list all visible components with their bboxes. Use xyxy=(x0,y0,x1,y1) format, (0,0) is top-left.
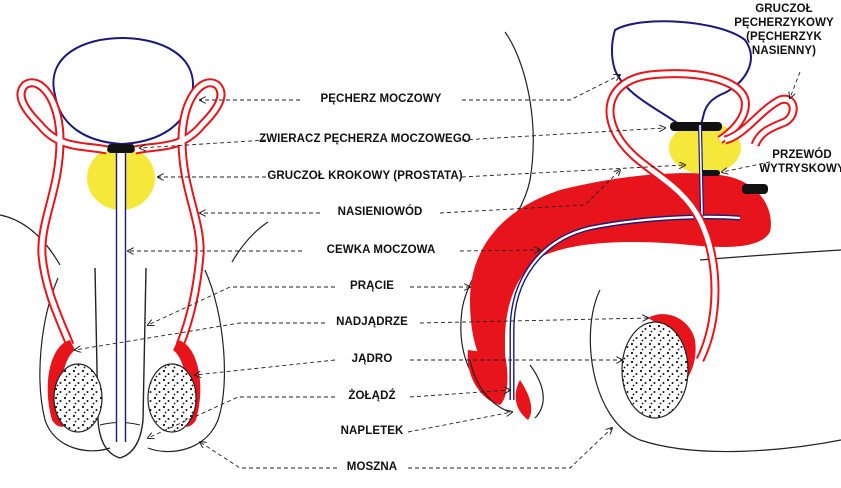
label-ejaculatory-duct: PRZEWÓD WYTRYSKOWY xyxy=(759,149,841,175)
side-ejaculatory-duct xyxy=(742,184,768,194)
side-scrotum-outline xyxy=(589,289,841,453)
label-glans: ŻOŁĄDŹ xyxy=(348,390,396,402)
front-body-outline xyxy=(0,214,61,266)
label-sphincter: ZWIERACZ PĘCHERZA MOCZOWEGO xyxy=(259,133,471,145)
front-sphincter xyxy=(107,144,135,153)
side-sphincter xyxy=(670,122,722,131)
label-urethra: CEWKA MOCZOWA xyxy=(326,244,436,256)
front-penis-outline xyxy=(94,267,147,459)
label-seminal-vesicle: GRUCZOŁ PĘCHERZYKOWY (PĘCHERZYK NASIENNY… xyxy=(734,3,834,57)
label-scrotum: MOSZNA xyxy=(346,461,398,473)
label-penis: PRĄCIE xyxy=(349,280,395,292)
front-testis-right xyxy=(147,363,197,433)
side-foreskin xyxy=(469,359,544,419)
side-penis xyxy=(470,173,771,368)
leader-lines xyxy=(75,71,801,469)
label-bladder: PĘCHERZ MOCZOWY xyxy=(320,93,442,105)
label-foreskin: NAPLETEK xyxy=(340,425,404,437)
front-body-outline-right xyxy=(231,221,269,263)
front-bladder xyxy=(52,36,195,146)
side-view xyxy=(460,20,841,453)
front-testis-left xyxy=(53,363,103,433)
label-testis: JĄDRO xyxy=(351,353,393,365)
label-epididymis: NADJĄDRZE xyxy=(336,316,408,328)
label-vas-deferens: NASIENIOWÓD xyxy=(337,206,423,218)
front-scrotum-outline xyxy=(39,269,226,453)
front-view xyxy=(0,36,269,459)
label-prostate: GRUCZOŁ KROKOWY (PROSTATA) xyxy=(267,170,463,182)
side-testis xyxy=(621,321,689,419)
